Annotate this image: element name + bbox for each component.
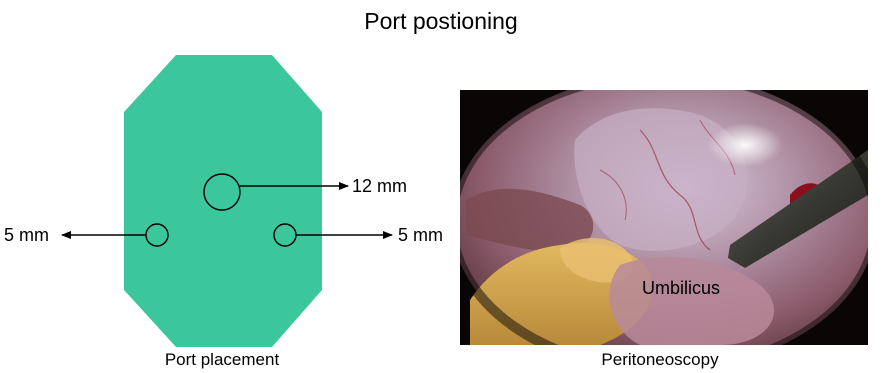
port-placement-caption: Port placement	[122, 350, 322, 370]
label-5mm-right: 5 mm	[398, 225, 443, 245]
port-placement-diagram: 12 mm 5 mm 5 mm	[4, 55, 443, 347]
peritoneoscopy-caption: Peritoneoscopy	[560, 350, 760, 370]
umbilicus-label: Umbilicus	[642, 278, 720, 298]
abdomen-outline	[124, 55, 322, 347]
light-reflection	[707, 123, 783, 167]
label-12mm: 12 mm	[352, 176, 407, 196]
label-5mm-left: 5 mm	[4, 225, 49, 245]
peritoneoscopy-image: Umbilicus	[452, 74, 876, 370]
